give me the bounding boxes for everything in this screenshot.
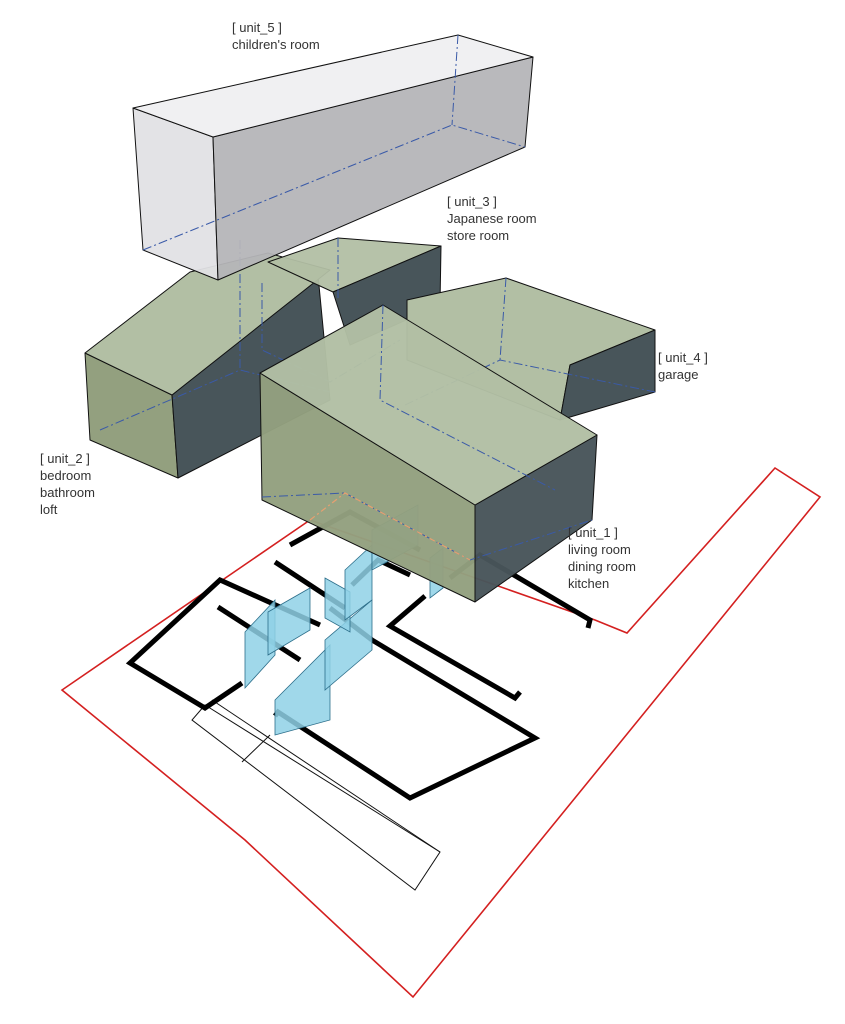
room-name: kitchen bbox=[568, 576, 610, 591]
unit-5-label: [ unit_5 ] children's room bbox=[232, 19, 320, 53]
room-name: bathroom bbox=[40, 485, 95, 500]
room-name: bedroom bbox=[40, 468, 92, 483]
room-name: store room bbox=[447, 228, 510, 243]
unit-tag: [ unit_3 ] bbox=[447, 194, 497, 209]
unit-tag: [ unit_2 ] bbox=[40, 451, 90, 466]
room-name: loft bbox=[40, 502, 58, 517]
site-boundary bbox=[60, 466, 822, 999]
unit-4-volume bbox=[404, 277, 656, 421]
unit-tag: [ unit_4 ] bbox=[658, 350, 708, 365]
unit-2-label: [ unit_2 ] bedroom bathroom loft bbox=[40, 450, 95, 518]
entrance-path bbox=[191, 699, 441, 891]
unit-1-volume bbox=[259, 304, 598, 603]
room-name: dining room bbox=[568, 559, 636, 574]
unit-3-label: [ unit_3 ] Japanese room store room bbox=[447, 193, 537, 244]
unit-tag: [ unit_5 ] bbox=[232, 20, 282, 35]
unit-5-volume bbox=[132, 34, 534, 281]
unit-1-label: [ unit_1 ] living room dining room kitch… bbox=[568, 524, 636, 592]
room-name: living room bbox=[568, 542, 631, 557]
room-name: Japanese room bbox=[447, 211, 537, 226]
unit-tag: [ unit_1 ] bbox=[568, 525, 618, 540]
room-name: garage bbox=[658, 367, 699, 382]
room-name: children's room bbox=[232, 37, 320, 52]
unit-4-label: [ unit_4 ] garage bbox=[658, 349, 708, 383]
